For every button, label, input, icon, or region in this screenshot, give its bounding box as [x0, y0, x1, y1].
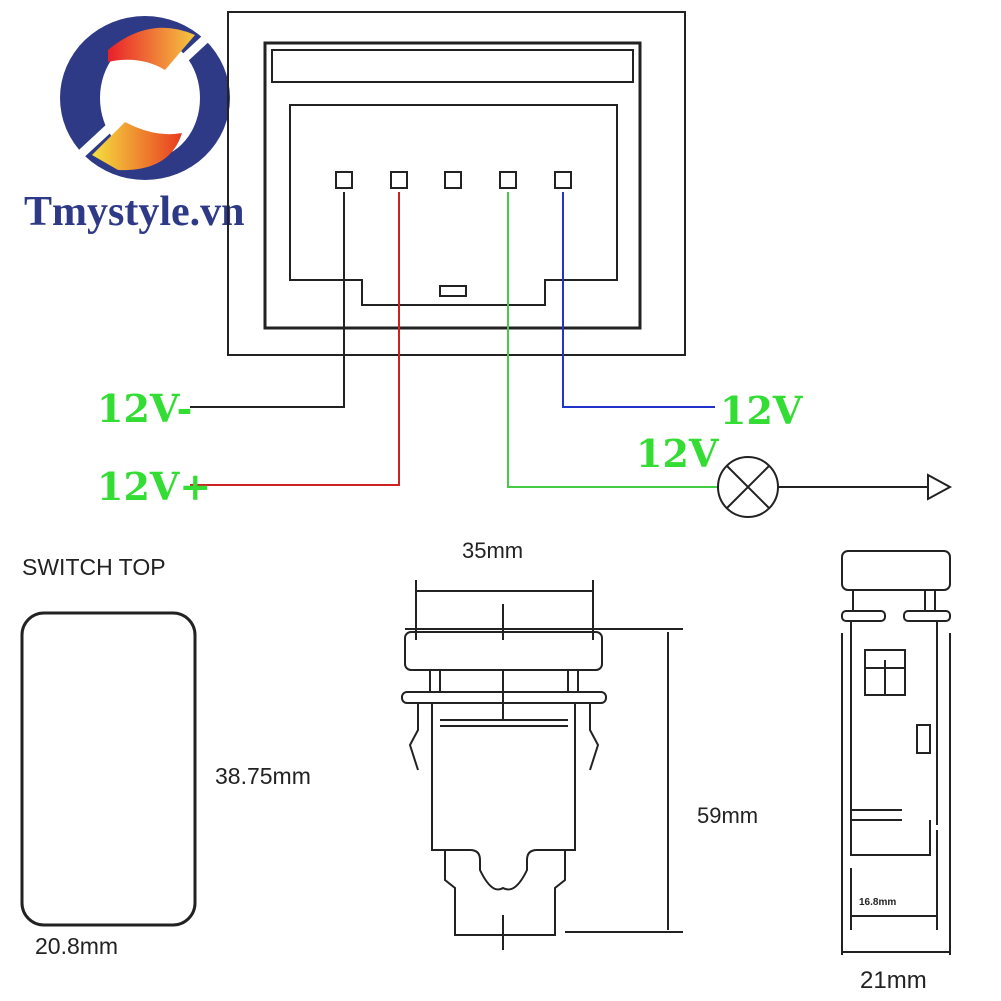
pin-4	[499, 171, 517, 189]
side-view-drawing	[841, 550, 951, 955]
ground-arrow-icon	[927, 473, 953, 501]
wire-black	[190, 192, 345, 408]
wire-red	[190, 192, 400, 486]
wire-blue	[562, 192, 715, 408]
side-view-inner-width: 16.8mm	[859, 897, 896, 908]
switch-top-title: SWITCH TOP	[22, 554, 166, 580]
switch-top-outline	[20, 611, 197, 927]
lamp-icon	[717, 456, 928, 518]
side-view-width: 21mm	[860, 967, 927, 994]
pin-3	[444, 171, 462, 189]
switch-top-height: 38.75mm	[215, 763, 311, 789]
label-12v-blue: 12V	[720, 388, 804, 433]
label-12v-positive: 12V+	[97, 464, 211, 509]
front-view-height: 59mm	[697, 803, 758, 828]
wire-green	[507, 192, 718, 488]
brand-name: Tmystyle.vn	[24, 189, 245, 235]
front-view-drawing	[401, 580, 683, 950]
brand-logo-icon	[60, 16, 230, 180]
connector-housing	[227, 11, 686, 356]
switch-top-width: 20.8mm	[35, 933, 118, 959]
pin-2	[390, 171, 408, 189]
pin-5	[554, 171, 572, 189]
label-12v-negative: 12V-	[97, 386, 192, 431]
label-12v-lamp: 12V	[636, 431, 720, 476]
pin-1	[335, 171, 353, 189]
connector-pins	[335, 171, 572, 189]
front-view-width: 35mm	[462, 538, 523, 563]
